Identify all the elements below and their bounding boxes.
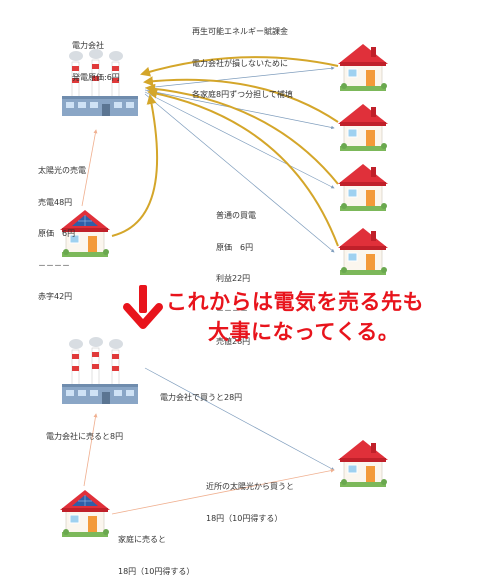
solar-sale-arrow — [111, 94, 159, 237]
house-icon — [337, 103, 389, 152]
buy-from-neighbor-note: 近所の太陽光から買うと 18円（10円得する） — [206, 482, 294, 523]
surcharge-arrow — [145, 83, 339, 185]
solar-feed-line — [81, 129, 98, 207]
buy-from-company-note: 電力会社で買うと28円 — [160, 393, 243, 402]
headline-line-2: 大事になってくる。 — [208, 320, 400, 344]
solar-house-icon — [59, 489, 111, 538]
supply-line — [144, 367, 335, 471]
headline-line-1: これからは電気を売る先も — [166, 290, 424, 314]
supply-line — [144, 93, 335, 253]
sell-to-company-note: 電力会社に売ると8円 — [46, 432, 124, 441]
surcharge-note: 再生可能エネルギー賦課金 電力会社が損しないために 各家庭8円ずつ分担して補填 — [192, 27, 293, 99]
company-label: 電力会社 発電原価:6円 — [72, 41, 120, 82]
solar-sale-note: 太陽光の売電 売電48円 原価 6円 －－－－ 赤字42円 — [38, 166, 86, 301]
neighbor-feed-line — [111, 468, 335, 515]
sell-to-home-note: 家庭に売ると 18円（10円得する） — [118, 535, 195, 576]
house-icon — [337, 163, 389, 212]
house-icon — [337, 227, 389, 276]
diagram-canvas — [59, 43, 389, 538]
supply-line — [144, 89, 335, 130]
surcharge-arrow — [147, 88, 339, 247]
solar-feed-line — [83, 413, 98, 487]
surcharge-arrow — [143, 76, 339, 123]
supply-line — [144, 91, 335, 189]
power-plant-icon — [61, 336, 139, 405]
house-icon — [337, 439, 389, 488]
house-icon — [337, 43, 389, 92]
down-arrow-icon — [123, 285, 163, 329]
supply-line — [144, 66, 335, 89]
surcharge-arrow — [140, 56, 339, 77]
normal-purchase-note: 普通の買電 原価 6円 利益22円 －－－－ 売値28円 — [216, 211, 256, 346]
